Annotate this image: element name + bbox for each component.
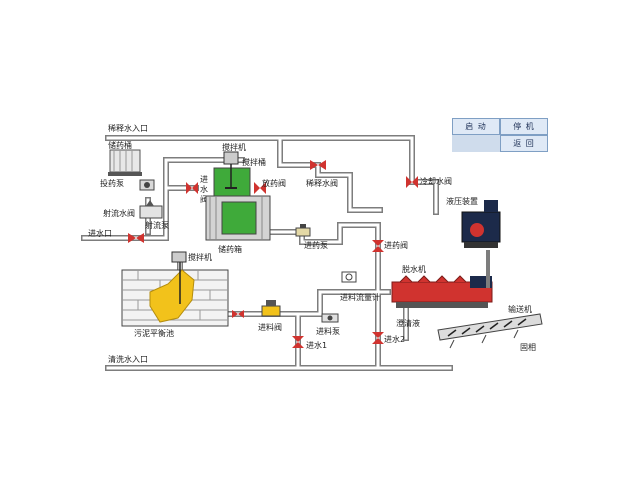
chem-storage-box[interactable] xyxy=(205,195,271,241)
sludge-mixer-icon[interactable] xyxy=(171,251,187,263)
chem-storage-tank-label: 储药桶 xyxy=(108,140,132,150)
wash-water-inlet-label: 清洗水入口 xyxy=(108,354,148,364)
dosing-pump-icon[interactable] xyxy=(139,179,155,191)
feed-valve-label: 进料阀 xyxy=(258,322,282,332)
cooling-valve-label: 冷却水阀 xyxy=(420,176,452,186)
feed-flowmeter-label: 进料流量计 xyxy=(340,292,380,302)
sludge-tank[interactable] xyxy=(121,262,229,327)
cooling-valve-icon[interactable] xyxy=(406,176,418,188)
jet-valve-icon[interactable] xyxy=(128,233,144,243)
jet-pump-label: 射流泵 xyxy=(145,220,169,230)
feed-pump-label: 进料泵 xyxy=(316,326,340,336)
feed-flowmeter-icon[interactable] xyxy=(341,271,357,283)
feed-pump-icon[interactable] xyxy=(321,313,339,323)
jet-pump-icon[interactable] xyxy=(139,200,163,219)
water-inlet-label: 进水口 xyxy=(88,228,112,238)
mixer-top-label: 搅拌机 xyxy=(222,142,246,152)
solid-phase-label: 固相 xyxy=(520,342,536,352)
feed-valve-icon[interactable] xyxy=(261,300,281,317)
dilution-valve-icon[interactable] xyxy=(310,160,326,170)
hydraulic-unit-label: 液压装置 xyxy=(446,196,478,206)
stop-button[interactable]: 停 机 xyxy=(500,118,548,135)
dewatering-machine[interactable] xyxy=(391,250,493,308)
chem-inlet-pump-icon[interactable] xyxy=(295,224,311,237)
water-in-2-label: 进水2 xyxy=(384,334,405,344)
inlet-valve-icon[interactable] xyxy=(186,182,198,194)
discharge-valve-icon[interactable] xyxy=(254,182,266,194)
chem-storage-tank[interactable] xyxy=(108,149,142,176)
hydraulic-unit[interactable] xyxy=(461,200,501,248)
chem-inlet-valve-icon[interactable] xyxy=(372,240,384,252)
chem-inlet-pump-label: 进药泵 xyxy=(304,240,328,250)
clarified-liquid-label: 澄清液 xyxy=(396,318,420,328)
dosing-pump-label: 投药泵 xyxy=(100,178,124,188)
water-in-2-valve-icon[interactable] xyxy=(372,332,384,344)
chem-storage-box-label: 储药箱 xyxy=(218,244,242,254)
conveyor[interactable] xyxy=(437,313,543,349)
dilution-valve-label: 稀释水阀 xyxy=(306,178,338,188)
mixing-tank-label: 搅拌桶 xyxy=(242,157,266,167)
inlet-valve-label-2: 水 xyxy=(200,184,208,194)
chem-inlet-valve-label: 进药阀 xyxy=(384,240,408,250)
inlet-valve-label-1: 进 xyxy=(200,175,208,184)
discharge-valve-label: 放药阀 xyxy=(262,178,286,188)
dewatering-machine-label: 脱水机 xyxy=(402,264,426,274)
jet-valve-label: 射流水阀 xyxy=(103,208,135,218)
sludge-outlet-valve-icon[interactable] xyxy=(232,310,244,318)
dilution-water-inlet-label: 稀释水入口 xyxy=(108,123,148,133)
back-button[interactable]: 返 回 xyxy=(500,135,548,152)
sludge-tank-label: 污泥平衡池 xyxy=(134,328,174,338)
mixer-motor-icon[interactable] xyxy=(223,151,239,165)
mixer-sludge-label: 搅拌机 xyxy=(188,252,212,262)
mixing-tank[interactable] xyxy=(213,164,251,197)
water-in-1-valve-icon[interactable] xyxy=(292,336,304,348)
conveyor-label: 输送机 xyxy=(508,304,532,314)
water-in-1-label: 进水1 xyxy=(306,340,327,350)
inlet-valve-label-3: 阀 xyxy=(200,195,208,204)
start-button[interactable]: 启 动 xyxy=(452,118,500,135)
